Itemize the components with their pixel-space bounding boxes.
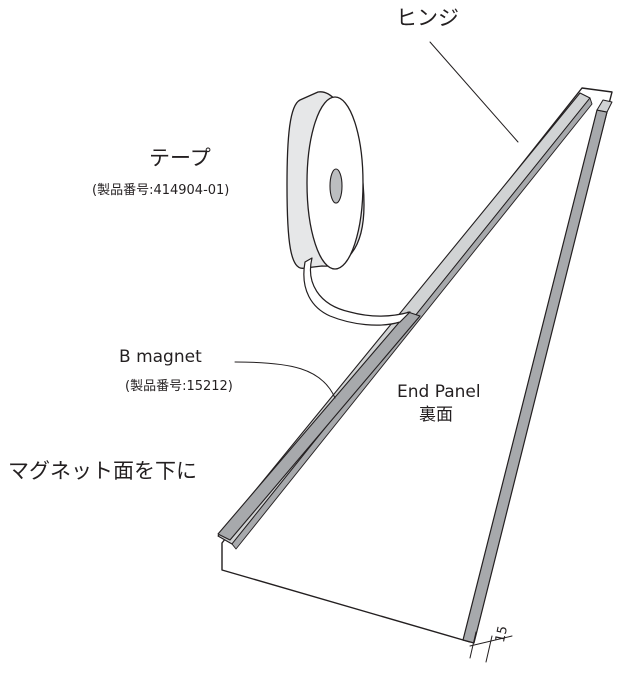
dimension-line [469,635,513,647]
end-panel-back-label: 裏面 [419,405,453,425]
magnet-leader [234,361,336,399]
tape-roll-core [329,168,343,204]
tape-part-number: (製品番号:414904-01) [92,183,230,198]
right-magnet-top [596,99,613,113]
dimension-tick-2 [485,635,493,663]
tape-roll [286,91,411,326]
hinge-leader [429,41,519,143]
magnet-face-down-instruction: マグネット面を下に [8,459,197,483]
tape-ribbon [303,257,411,326]
tape-label: テープ [149,146,211,170]
end-panel-label: End Panel [397,382,481,402]
magnet-strip [217,311,421,541]
dimension-label: 15 [493,624,512,644]
hinge-label: ヒンジ [396,6,459,30]
end-panel [221,87,613,643]
magnet-label: B magnet [119,347,202,367]
magnet-part-number: (製品番号:15212) [125,379,233,394]
